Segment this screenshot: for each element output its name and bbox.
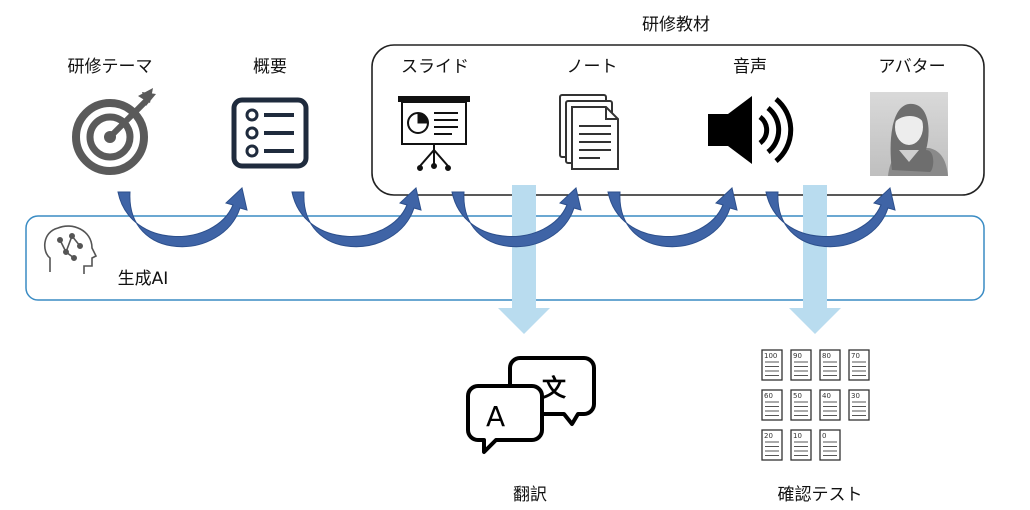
test-sheet-score: 0 [822, 432, 826, 440]
curved-arrow-3 [451, 187, 582, 248]
ai-label: 生成AI [117, 269, 169, 289]
test-sheet-score: 30 [851, 392, 860, 400]
translate-glyph-bun: 文 [542, 374, 567, 402]
test-sheet: 60 [761, 389, 783, 421]
test-sheet-score: 20 [764, 432, 773, 440]
test-sheet-score: 70 [851, 352, 860, 360]
down-arrow-test [789, 185, 841, 334]
list-icon [231, 97, 309, 169]
test-sheet: 80 [819, 349, 841, 381]
output-label-test: 確認テスト [777, 485, 863, 505]
test-sheet-score: 60 [764, 392, 773, 400]
document-icon [559, 94, 619, 170]
test-sheet: 100 [761, 349, 783, 381]
test-sheet-score: 50 [793, 392, 802, 400]
test-sheet: 10 [790, 429, 812, 461]
curved-arrow-2 [291, 187, 422, 248]
test-sheet-score: 100 [764, 352, 777, 360]
test-sheet: 40 [819, 389, 841, 421]
step-label-audio: 音声 [733, 57, 767, 77]
test-sheet-score: 80 [822, 352, 831, 360]
step-label-outline: 概要 [253, 57, 287, 77]
step-label-theme: 研修テーマ [67, 57, 153, 77]
step-label-slides: スライド [401, 57, 469, 77]
test-sheet-score: 90 [793, 352, 802, 360]
test-sheet-score: 40 [822, 392, 831, 400]
group-title: 研修教材 [642, 15, 710, 35]
ai-band [25, 215, 985, 301]
down-arrow-translation [498, 185, 550, 334]
speaker-icon [708, 96, 794, 164]
curved-arrow-5 [765, 187, 896, 248]
test-sheet-score: 10 [793, 432, 802, 440]
test-sheet: 0 [819, 429, 841, 461]
test-sheet: 30 [848, 389, 870, 421]
test-sheet: 90 [790, 349, 812, 381]
output-label-translation: 翻訳 [513, 485, 547, 505]
translate-icon [466, 356, 596, 454]
curved-arrow-4 [607, 187, 738, 248]
step-label-avatar: アバター [878, 57, 946, 77]
test-sheet: 50 [790, 389, 812, 421]
curved-arrow-1 [117, 187, 248, 248]
test-sheet: 70 [848, 349, 870, 381]
avatar-icon [870, 92, 948, 176]
test-sheet: 20 [761, 429, 783, 461]
step-label-notes: ノート [566, 57, 618, 77]
ai-head-icon [43, 225, 98, 274]
materials-group-box [371, 44, 985, 196]
target-icon [72, 88, 156, 175]
presentation-icon [398, 96, 470, 171]
translate-glyph-a: A [486, 400, 505, 433]
